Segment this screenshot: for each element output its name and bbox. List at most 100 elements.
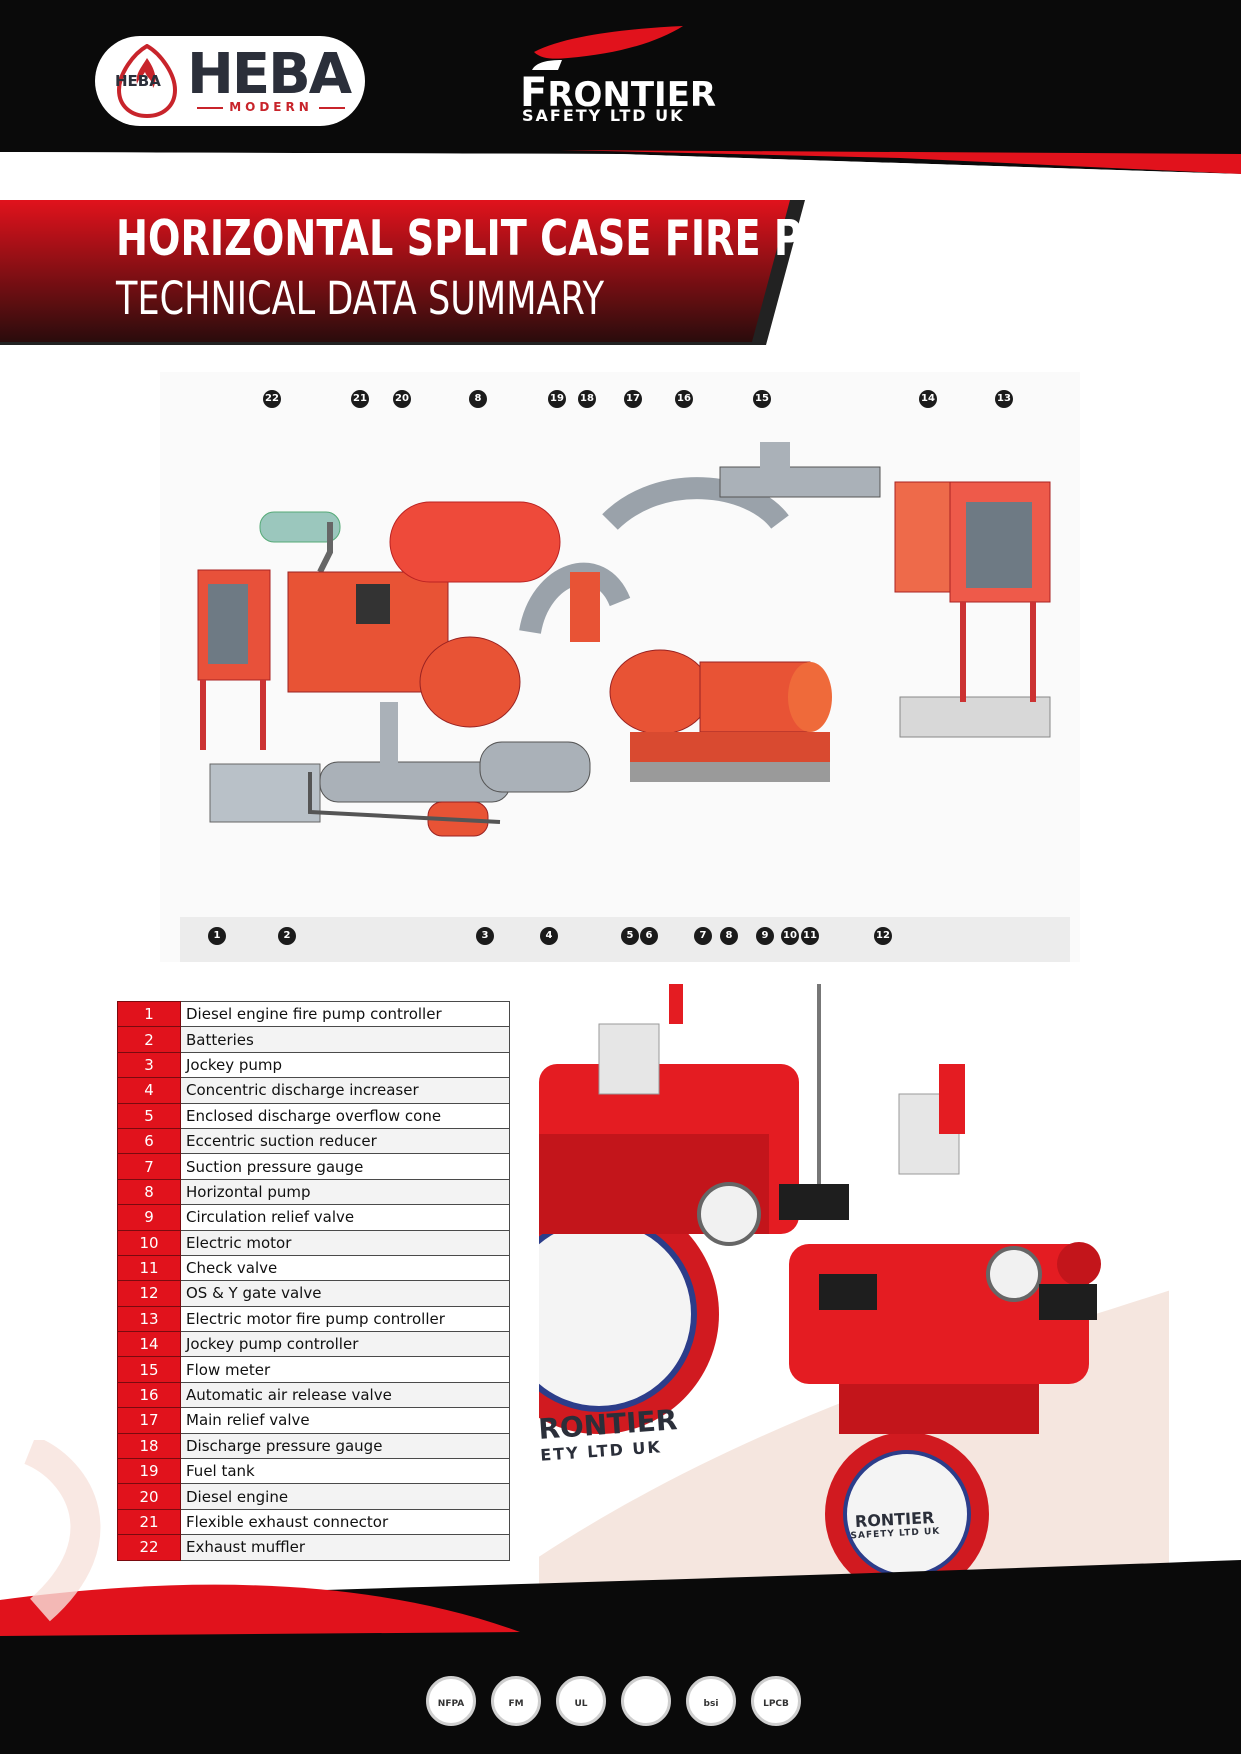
diagram-callout-top: 22 xyxy=(263,390,281,408)
legend-label: Horizontal pump xyxy=(180,1178,510,1206)
diagram-callout-top: 19 xyxy=(548,390,566,408)
legend-label: Concentric discharge increaser xyxy=(180,1077,510,1104)
legend-label: Exhaust muffler xyxy=(180,1534,510,1561)
legend-number: 2 xyxy=(117,1026,181,1053)
legend-label: Fuel tank xyxy=(180,1458,510,1485)
frontier-logo-subtext: SAFETY LTD UK xyxy=(522,106,685,125)
diagram-callout-top: 8 xyxy=(469,390,487,408)
diagram-callout-top: 18 xyxy=(578,390,596,408)
heba-modern-logo: HEBA HEBA MODERN xyxy=(95,36,365,126)
legend-number: 7 xyxy=(117,1153,181,1180)
legend-label: Jockey pump controller xyxy=(180,1331,510,1358)
fire-pump-photo xyxy=(539,984,1169,1604)
heba-flame-icon xyxy=(116,44,178,118)
legend-number: 12 xyxy=(117,1280,181,1307)
legend-number: 10 xyxy=(117,1229,181,1256)
heba-logo-text: HEBA xyxy=(187,42,352,107)
frontier-logo-text: FRONTIER xyxy=(520,70,717,116)
legend-number: 1 xyxy=(117,1000,181,1028)
diagram-callout-top: 16 xyxy=(675,390,693,408)
pump-system-illustration xyxy=(197,442,1051,837)
header-red-stripe xyxy=(0,140,1241,180)
diagram-callout-top: 15 xyxy=(753,390,771,408)
legend-number: 5 xyxy=(117,1102,181,1129)
legend-label: Circulation relief valve xyxy=(180,1204,510,1231)
title-banner xyxy=(0,200,805,345)
diagram-callout-bottom: 6 xyxy=(640,927,658,945)
heba-badge-text: HEBA xyxy=(115,72,161,90)
legend-number: 11 xyxy=(117,1254,181,1282)
certification-badge-icon: LPCB xyxy=(751,1676,801,1726)
legend-number: 13 xyxy=(117,1305,181,1333)
frontier-logo-name: RONTIER xyxy=(547,75,717,115)
certification-label: bsi xyxy=(703,1699,719,1709)
legend-number: 22 xyxy=(117,1534,181,1561)
diagram-callout-top: 13 xyxy=(995,390,1013,408)
legend-number: 21 xyxy=(117,1508,181,1536)
legend-label: Enclosed discharge overflow cone xyxy=(180,1102,510,1129)
legend-number: 15 xyxy=(117,1356,181,1383)
page-subtitle: TECHNICAL DATA SUMMARY xyxy=(116,272,605,325)
legend-number: 18 xyxy=(117,1432,181,1460)
legend-label: Suction pressure gauge xyxy=(180,1153,510,1180)
diagram-callout-bottom: 1 xyxy=(208,927,226,945)
legend-label: OS & Y gate valve xyxy=(180,1280,510,1307)
legend-number: 8 xyxy=(117,1178,181,1206)
diagram-callout-top: 17 xyxy=(624,390,642,408)
diagram-callout-bottom: 8 xyxy=(720,927,738,945)
legend-label: Flexible exhaust connector xyxy=(180,1508,510,1536)
diagram-callout-bottom: 4 xyxy=(540,927,558,945)
frontier-logo: FRONTIER SAFETY LTD UK xyxy=(520,24,730,125)
legend-label: Electric motor fire pump controller xyxy=(180,1305,510,1333)
diagram-callout-top: 20 xyxy=(393,390,411,408)
legend-label: Eccentric suction reducer xyxy=(180,1127,510,1155)
legend-label: Diesel engine fire pump controller xyxy=(180,1000,510,1028)
diagram-callout-bottom: 10 xyxy=(781,927,799,945)
diagram-callout-bottom: 9 xyxy=(756,927,774,945)
diagram-callout-bottom: 5 xyxy=(621,927,639,945)
legend-number: 9 xyxy=(117,1204,181,1231)
diagram-callout-bottom: 3 xyxy=(476,927,494,945)
legend-label: Flow meter xyxy=(180,1356,510,1383)
diagram-callout-bottom: 2 xyxy=(278,927,296,945)
legend-label: Electric motor xyxy=(180,1229,510,1256)
diagram-callout-top: 21 xyxy=(351,390,369,408)
certification-label: FM xyxy=(508,1699,524,1709)
legend-label: Main relief valve xyxy=(180,1407,510,1434)
legend-label: Automatic air release valve xyxy=(180,1381,510,1409)
legend-label: Batteries xyxy=(180,1026,510,1053)
certification-badge-icon xyxy=(621,1676,671,1726)
legend-number: 16 xyxy=(117,1381,181,1409)
heba-logo-subtext: MODERN xyxy=(191,100,351,114)
legend-label: Jockey pump xyxy=(180,1051,510,1079)
certification-label: NFPA xyxy=(437,1699,465,1709)
diagram-callout-top: 14 xyxy=(919,390,937,408)
page-title: HORIZONTAL SPLIT CASE FIRE PUMP xyxy=(116,210,899,267)
diagram-callout-bottom: 12 xyxy=(874,927,892,945)
certification-label: LPCB xyxy=(763,1699,789,1709)
certification-badge-icon: bsi xyxy=(686,1676,736,1726)
certification-badge-icon: UL xyxy=(556,1676,606,1726)
certification-label: UL xyxy=(574,1699,588,1709)
